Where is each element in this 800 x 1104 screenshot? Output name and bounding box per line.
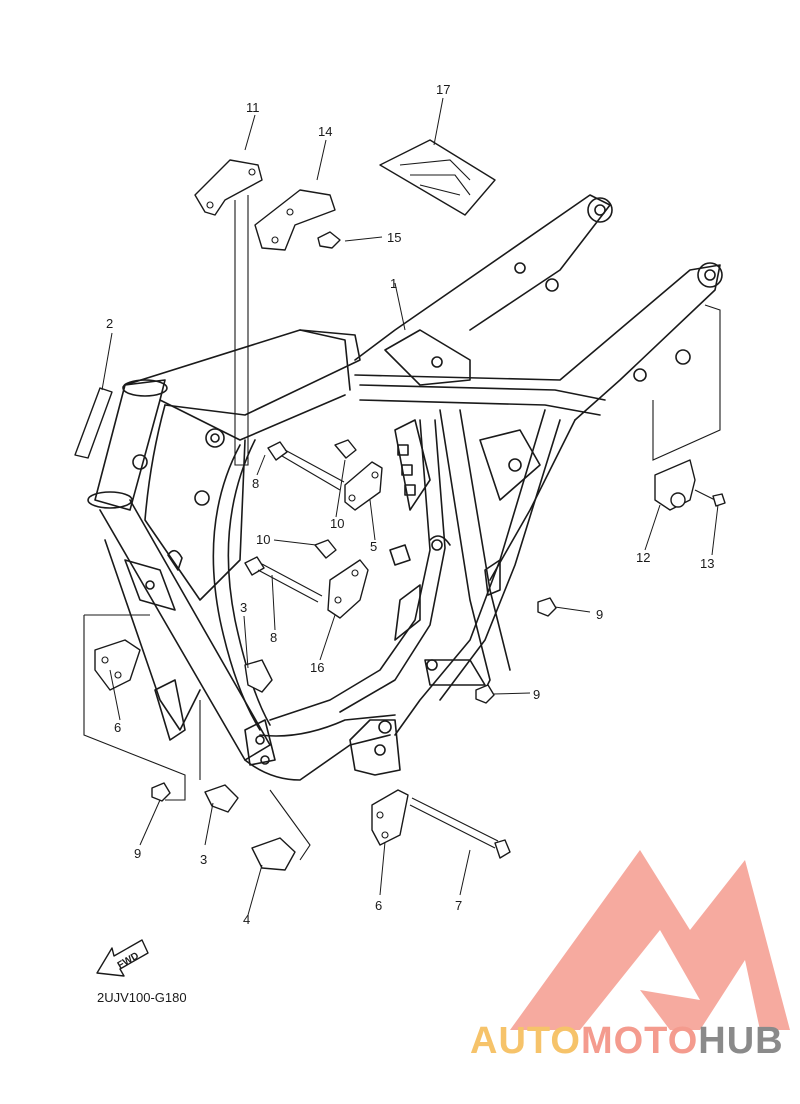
watermark-auto: AUTO: [470, 1020, 581, 1062]
part-6-bracket-left: [94, 639, 141, 691]
leader-lines: [101, 97, 719, 916]
diagram-code: 2UJV100-G180: [97, 990, 187, 1005]
callout-8-lower: 8: [270, 630, 277, 645]
part-9-nut-right-upper: [537, 597, 557, 617]
callout-4: 4: [243, 912, 250, 927]
part-6-bracket-right: [371, 789, 409, 846]
callout-12: 12: [636, 550, 650, 565]
reference-boxes: [83, 195, 721, 861]
callout-10-upper: 10: [330, 516, 344, 531]
callout-11: 11: [246, 100, 260, 115]
part-11-bracket: [194, 159, 263, 216]
watermark-moto: MOTO: [580, 1020, 699, 1062]
part-2-decal: [74, 387, 113, 459]
callout-2: 2: [106, 316, 113, 331]
callout-7: 7: [455, 898, 462, 913]
callout-3-lower: 3: [200, 852, 207, 867]
watermark-logo: [510, 850, 790, 1030]
part-12-damper: [654, 459, 696, 511]
callout-labels: 1 2 3 3 4 5 6 6 7 8 8 9 9 9 10 10 11 12 …: [106, 82, 714, 927]
callout-9-right-upper: 9: [596, 607, 603, 622]
callout-5: 5: [370, 539, 377, 554]
part-9-nut-left: [151, 782, 171, 802]
part-13-screw: [694, 489, 726, 507]
part-17-pad: [379, 139, 496, 216]
callout-1: 1: [390, 276, 397, 291]
watermark-hub: HUB: [698, 1020, 784, 1062]
part-8-bolt-lower: [244, 556, 323, 603]
callout-16: 16: [310, 660, 324, 675]
watermark-text: AUTOMOTOHUB: [470, 1020, 784, 1063]
callout-15: 15: [387, 230, 401, 245]
callout-3-upper: 3: [240, 600, 247, 615]
callout-10-lower: 10: [256, 532, 270, 547]
callout-8-upper: 8: [252, 476, 259, 491]
part-9-nut-right-lower: [475, 684, 495, 704]
part-3-clamp-upper: [244, 659, 273, 693]
part-15-bolt: [317, 231, 341, 249]
part-8-bolt-upper: [267, 441, 345, 491]
part-5-plate: [344, 461, 383, 511]
part-16-plate: [327, 559, 369, 619]
callout-14: 14: [318, 124, 332, 139]
part-10-bolt-upper: [334, 439, 357, 459]
part-4-clamp: [251, 837, 296, 871]
fwd-arrow: FWD: [96, 939, 149, 977]
main-frame: [87, 194, 723, 781]
part-7-long-bolt: [409, 797, 511, 859]
part-3-clamp-lower: [204, 784, 239, 813]
callout-6-right: 6: [375, 898, 382, 913]
callout-13: 13: [700, 556, 714, 571]
callout-9-left: 9: [134, 846, 141, 861]
part-10-bolt-lower: [314, 539, 337, 559]
part-14-bracket: [254, 189, 336, 251]
callout-6-left: 6: [114, 720, 121, 735]
callout-9-right-lower: 9: [533, 687, 540, 702]
callout-17: 17: [436, 82, 450, 97]
